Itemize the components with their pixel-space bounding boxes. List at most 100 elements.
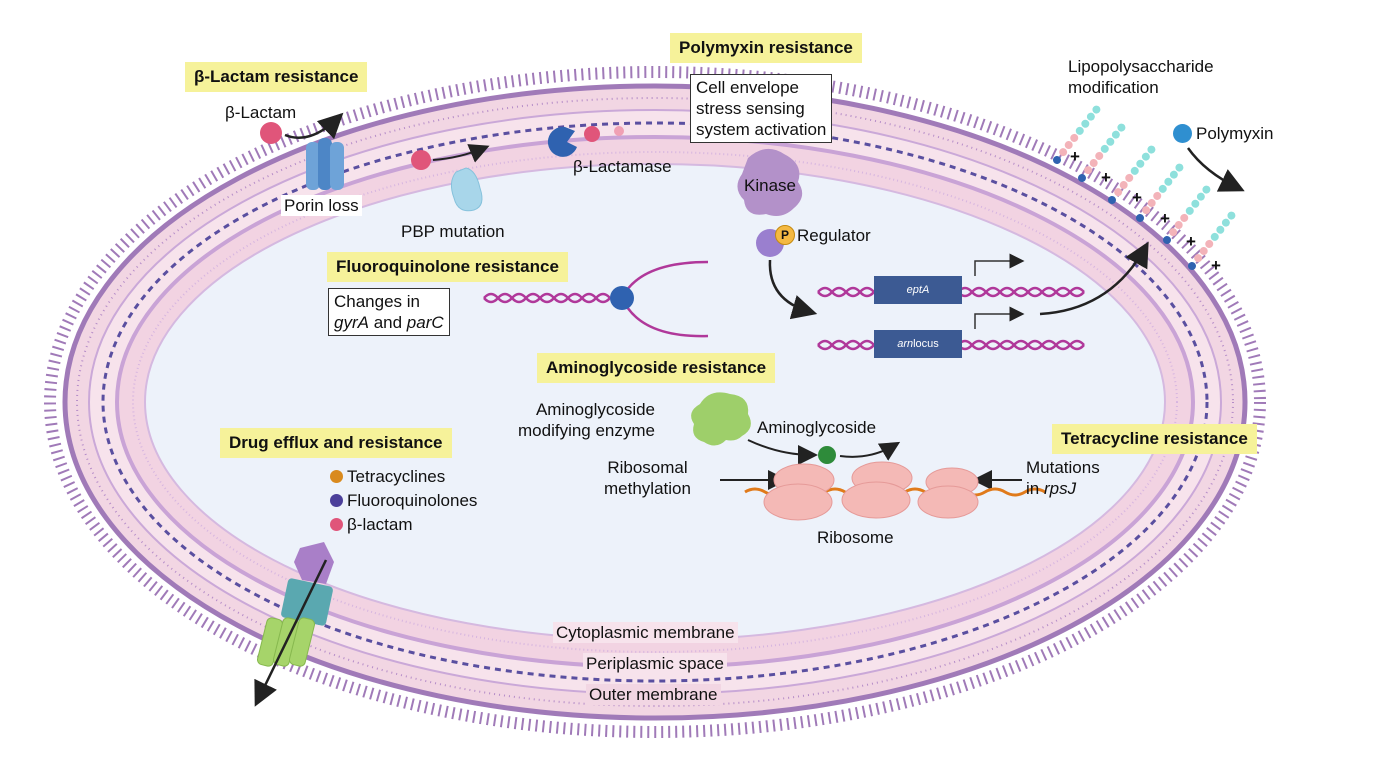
ribosome-label: Ribosome — [817, 528, 894, 547]
porin-loss-label: Porin loss — [281, 195, 362, 216]
lps-line-1: Lipopolysaccharide — [1068, 57, 1214, 76]
arn-gene-box: arn locus — [874, 330, 962, 358]
charge-4: + — [1160, 209, 1170, 228]
charge-3: + — [1132, 188, 1142, 207]
beta-lactam-dot-icon — [330, 518, 343, 531]
rpsJ-gene: rpsJ — [1043, 479, 1077, 498]
legend-item-tetracyclines: Tetracyclines — [330, 465, 477, 489]
efflux-substrate-legend: Tetracyclines Fluoroquinolones β-lactam — [330, 465, 477, 537]
methylation-label: Ribosomal methylation — [604, 457, 691, 499]
cytoplasmic-membrane-inner — [132, 151, 1178, 653]
dna-strand-a — [483, 292, 611, 304]
regulator-label: Regulator — [797, 226, 871, 245]
beta-lactam-molecule — [260, 122, 282, 144]
dna-strand-b — [483, 292, 611, 304]
beta-lactam-molecule-2 — [411, 150, 431, 170]
lps-line-2: modification — [1068, 78, 1159, 97]
polymyxin-label: Polymyxin — [1196, 124, 1274, 143]
ribosome-icons — [763, 461, 979, 521]
arn-promoter-arrow — [974, 306, 1025, 329]
stress-line-1: Cell envelope — [696, 78, 800, 97]
fluoroquinolone-heading: Fluoroquinolone resistance — [327, 252, 568, 282]
legend-label: β-lactam — [347, 515, 413, 534]
pbp-icon — [450, 167, 483, 212]
peptidoglycan-layer — [101, 121, 1209, 683]
modifying-enzyme-icon — [691, 392, 751, 446]
arn-gene-suffix: locus — [913, 338, 939, 350]
fq-box-line-2: gyrA and parC — [334, 312, 444, 333]
eptA-promoter-arrow — [974, 253, 1025, 276]
pbp-arrow — [432, 144, 490, 163]
polymyxin-arrow — [1186, 147, 1245, 192]
stress-sensing-box: Cell envelope stress sensing system acti… — [690, 74, 833, 143]
efflux-arrow — [254, 559, 328, 707]
efflux-heading: Drug efflux and resistance — [220, 428, 452, 458]
beta-lactam-label: β-Lactam — [225, 103, 297, 122]
efflux-pump-artwork — [254, 542, 334, 707]
beta-lactam-heading: β-Lactam resistance — [185, 62, 368, 92]
kinase-label: Kinase — [744, 176, 796, 195]
enzyme-arrow — [747, 439, 818, 465]
legend-label: Tetracyclines — [347, 467, 446, 486]
beta-lactam-artwork — [260, 112, 624, 212]
regulator-arrow — [768, 259, 818, 320]
fq-box-line-1: Changes in — [334, 292, 421, 311]
legend-item-beta-lactam: β-lactam — [330, 513, 477, 537]
fluoroquinolone-artwork — [483, 260, 709, 338]
charge-1: + — [1070, 147, 1080, 166]
rpsJ-line-1: Mutations — [1026, 458, 1100, 477]
beta-lactamase-label: β-Lactamase — [573, 157, 672, 176]
rpsJ-prefix: in — [1026, 479, 1044, 498]
rpsJ-mutation-label: Mutations in rpsJ — [1026, 457, 1100, 499]
polymyxin-heading: Polymyxin resistance — [670, 33, 862, 63]
modifying-enzyme-label: Aminoglycoside modifying enzyme — [518, 399, 655, 441]
fluoroquinolone-dot-icon — [330, 494, 343, 507]
aminoglycoside-artwork — [691, 392, 1046, 521]
cytoplasmic-membrane-label: Cytoplasmic membrane — [553, 622, 738, 643]
outer-membrane-label: Outer membrane — [586, 684, 721, 705]
cleaved-beta-lactam-2 — [614, 126, 624, 136]
enzyme-line-1: Aminoglycoside — [535, 400, 656, 419]
parC-gene: parC — [406, 313, 444, 332]
methylation-line-2: methylation — [604, 479, 691, 498]
lps-modification-arrow — [1039, 241, 1149, 316]
polymyxin-molecule-icon — [1173, 124, 1192, 143]
tetracycline-dot-icon — [330, 470, 343, 483]
tetracycline-heading: Tetracycline resistance — [1052, 424, 1257, 454]
charge-2: + — [1101, 168, 1111, 187]
cleaved-beta-lactam — [584, 126, 600, 142]
charge-5: + — [1186, 232, 1196, 251]
porin-icon — [306, 138, 344, 190]
aminoglycoside-heading: Aminoglycoside resistance — [537, 353, 776, 383]
aminoglycoside-label: Aminoglycoside — [757, 418, 877, 437]
gyrase-icon — [610, 286, 634, 310]
stress-line-3: system activation — [696, 120, 827, 139]
lps-label: Lipopolysaccharide modification — [1068, 56, 1214, 98]
gyrA-parC-box: Changes in gyrA and parC — [328, 288, 450, 336]
charge-6: + — [1211, 256, 1221, 275]
aminoglycoside-arrow — [839, 441, 901, 461]
polymyxin-artwork — [737, 105, 1245, 351]
methylation-line-1: Ribosomal — [607, 458, 688, 477]
fq-box-conj: and — [368, 313, 407, 332]
beta-lactam-arrow — [284, 112, 344, 140]
phosphate-icon: P — [775, 225, 795, 245]
rpsJ-line-2: in rpsJ — [1026, 478, 1100, 499]
pbp-mutation-label: PBP mutation — [401, 222, 505, 241]
efflux-top-icon — [294, 542, 334, 584]
gyrA-gene: gyrA — [334, 313, 369, 332]
stress-line-2: stress sensing — [696, 99, 805, 118]
legend-item-fluoroquinolones: Fluoroquinolones — [330, 489, 477, 513]
outer-membrane-lps-fringe — [44, 66, 1266, 738]
eptA-gene-box: eptA — [874, 276, 962, 304]
efflux-middle-icon — [281, 578, 333, 626]
aminoglycoside-molecule — [818, 446, 836, 464]
beta-lactamase-icon — [547, 126, 577, 157]
lps-chains — [1053, 105, 1236, 270]
enzyme-line-2: modifying enzyme — [518, 421, 656, 440]
periplasmic-space-label: Periplasmic space — [583, 653, 727, 674]
outer-membrane-inner-leaflet — [76, 97, 1234, 707]
arn-gene-name: arn — [897, 338, 914, 350]
kinase-icon — [737, 148, 803, 216]
